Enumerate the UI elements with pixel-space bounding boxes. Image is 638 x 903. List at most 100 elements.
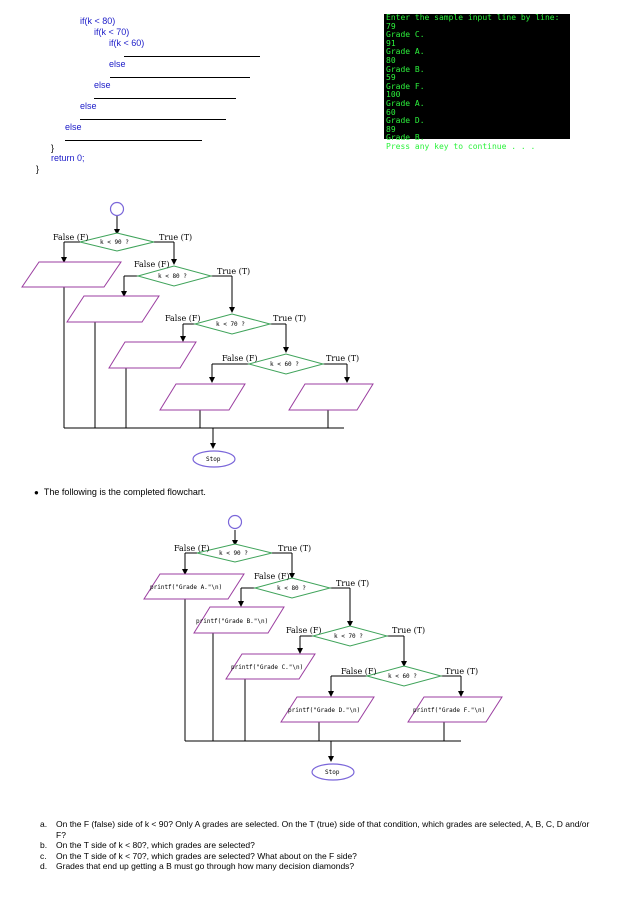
code-line: if(k < 60) xyxy=(109,38,145,48)
console-line: 91 xyxy=(386,38,396,48)
false-label: False (F) xyxy=(134,260,170,269)
false-label: False (F) xyxy=(254,572,290,581)
console-line: Grade A. xyxy=(386,98,425,108)
true-label: True (T) xyxy=(445,667,478,676)
output-parallelogram xyxy=(143,573,245,600)
console-line: Grade F. xyxy=(386,81,425,91)
true-label: True (T) xyxy=(392,626,425,635)
true-label: True (T) xyxy=(273,314,306,323)
printf-text: printf("Grade D."\n) xyxy=(288,707,360,714)
console-line: 79 xyxy=(386,21,396,31)
console-line: 60 xyxy=(386,107,396,117)
condition-text: k < 70 ? xyxy=(334,633,363,640)
output-parallelogram xyxy=(66,295,160,323)
code-line: } xyxy=(51,143,55,153)
stop-oval xyxy=(192,450,236,468)
question-text: On the T side of k < 80?, which grades a… xyxy=(56,840,255,850)
output-parallelogram xyxy=(225,653,316,680)
console-line: Grade D. xyxy=(386,116,425,126)
code-line: if(k < 70) xyxy=(94,27,130,37)
stop-text: Stop xyxy=(206,456,221,463)
console-line: Grade B. xyxy=(386,64,425,74)
output-parallelogram xyxy=(21,261,122,288)
decision-diamond xyxy=(193,313,272,335)
code-line: else xyxy=(65,122,82,132)
code-line: else xyxy=(80,101,97,111)
true-label: True (T) xyxy=(326,354,359,363)
false-label: False (F) xyxy=(53,233,89,242)
code-line: return 0; xyxy=(51,153,85,163)
condition-text: k < 90 ? xyxy=(100,239,129,246)
console-line: 80 xyxy=(386,55,396,65)
stop-oval xyxy=(311,763,355,781)
true-label: True (T) xyxy=(159,233,192,242)
list-item: b. On the T side of k < 80?, which grade… xyxy=(40,840,600,851)
list-marker: c. xyxy=(40,850,47,861)
output-parallelogram xyxy=(159,383,246,411)
blank-line xyxy=(80,119,226,120)
blank-line xyxy=(94,98,236,99)
list-item: a. On the F (false) side of k < 90? Only… xyxy=(40,819,600,840)
console-line: Enter the sample input line by line: xyxy=(386,13,560,22)
output-parallelogram xyxy=(108,341,197,369)
code-line: } xyxy=(36,164,40,174)
printf-text: printf("Grade F."\n) xyxy=(413,707,485,714)
output-parallelogram xyxy=(280,696,375,723)
condition-text: k < 60 ? xyxy=(388,673,417,680)
console-line: Press any key to continue . . . xyxy=(384,141,570,152)
code-line: else xyxy=(109,59,126,69)
code-line: else xyxy=(94,80,111,90)
output-parallelogram xyxy=(407,696,503,723)
console-line: 100 xyxy=(386,90,401,100)
false-label: False (F) xyxy=(165,314,201,323)
cursor xyxy=(537,146,544,149)
list-marker: d. xyxy=(40,861,48,871)
false-label: False (F) xyxy=(286,626,322,635)
output-parallelogram xyxy=(288,383,374,411)
decision-diamond xyxy=(136,265,213,287)
flowchart-completed: False (F) True (T) False (F) True (T) Fa… xyxy=(143,514,503,781)
condition-text: k < 80 ? xyxy=(277,585,306,592)
question-text: On the T side of k < 70?, which grades a… xyxy=(56,850,357,861)
condition-text: k < 90 ? xyxy=(219,550,248,557)
console-prompt: Press any key to continue . . . xyxy=(386,141,536,151)
console-line: Grade A. xyxy=(386,47,425,57)
question-list: a. On the F (false) side of k < 90? Only… xyxy=(40,819,600,872)
true-label: True (T) xyxy=(217,267,250,276)
printf-text: printf("Grade C."\n) xyxy=(231,664,303,671)
console-window: Enter the sample input line by line: 79 … xyxy=(384,13,570,151)
blank-line xyxy=(65,140,202,141)
start-circle xyxy=(227,514,243,530)
question-text: On the F (false) side of k < 90? Only A … xyxy=(56,819,590,840)
false-label: False (F) xyxy=(222,354,258,363)
question-text: Grades that end up getting a B must go t… xyxy=(56,861,355,871)
list-item: c. On the T side of k < 70?, which grade… xyxy=(40,851,600,862)
decision-diamond xyxy=(311,625,389,647)
list-item: d. Grades that end up getting a B must g… xyxy=(40,861,600,872)
output-parallelogram xyxy=(193,606,285,634)
blank-line xyxy=(124,56,260,57)
stop-text: Stop xyxy=(325,769,340,776)
blank-line xyxy=(110,77,250,78)
code-line: if(k < 80) xyxy=(80,16,116,26)
console-line: 59 xyxy=(386,73,396,83)
true-label: True (T) xyxy=(336,579,369,588)
flowchart-blank: False (F) True (T) False (F) True (T) Fa… xyxy=(21,201,374,468)
decision-diamond xyxy=(365,665,443,687)
false-label: False (F) xyxy=(174,544,210,553)
condition-text: k < 60 ? xyxy=(270,361,299,368)
start-circle xyxy=(109,201,125,217)
decision-diamond xyxy=(79,232,155,252)
list-marker: a. xyxy=(40,819,48,829)
bullet-paragraph: ● The following is the completed flowchar… xyxy=(34,487,206,497)
console-line: Grade C. xyxy=(386,30,425,40)
list-marker: b. xyxy=(40,840,48,850)
condition-text: k < 70 ? xyxy=(216,321,245,328)
printf-text: printf("Grade B."\n) xyxy=(196,618,268,625)
printf-text: printf("Grade A."\n) xyxy=(150,584,222,591)
bullet-icon: ● xyxy=(34,488,39,497)
true-label: True (T) xyxy=(278,544,311,553)
console-line: 89 xyxy=(386,124,396,134)
false-label: False (F) xyxy=(341,667,377,676)
bullet-text: The following is the completed flowchart… xyxy=(43,487,206,497)
